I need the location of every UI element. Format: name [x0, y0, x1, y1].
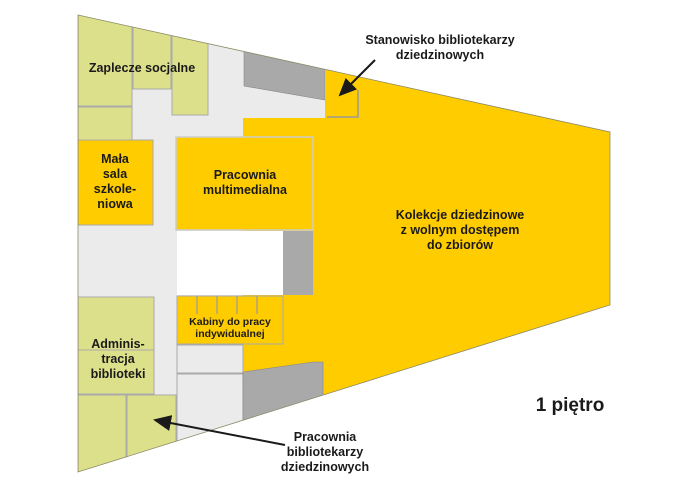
label-line: niowa [97, 197, 133, 211]
label-line: tracja [101, 352, 135, 366]
label-line: Adminis- [91, 337, 145, 351]
label-line: Kolekcje dziedzinowe [395, 208, 525, 222]
admin-room [78, 394, 127, 472]
zaplecze-room [171, 15, 209, 116]
label-line: biblioteki [90, 367, 146, 381]
zaplecze-room [78, 15, 133, 107]
blank-area [177, 231, 283, 295]
label-line: Stanowisko bibliotekarzy [365, 33, 515, 47]
label-line: Kabiny do pracy [189, 316, 271, 328]
label-line: multimedialna [202, 183, 288, 197]
kabiny-room [176, 295, 284, 345]
corridor-room [176, 344, 244, 374]
corridor-room [176, 373, 244, 472]
label-line: bibliotekarzy [286, 445, 364, 459]
service-room-mid [283, 231, 313, 295]
multimedialna-room [175, 136, 314, 231]
kabiny-dividers [196, 296, 258, 314]
label-line: Pracownia [293, 430, 357, 444]
building-outline [77, 14, 611, 473]
admin-room [78, 296, 155, 351]
arrow-pracownia-bibliotekarzy [153, 415, 286, 446]
label-line: sala [102, 167, 128, 181]
service-room-top [243, 15, 326, 101]
label-line: Zaplecze socjalne [88, 61, 196, 75]
label-line: Pracownia [213, 168, 277, 182]
pracownia-bibliotekarzy-room [126, 394, 177, 472]
arrow-stanowisko [338, 59, 376, 97]
label-zaplecze: Zaplecze socjalne [82, 61, 202, 76]
mala-sala-room [78, 139, 154, 226]
admin-room [78, 349, 155, 395]
label-line: dziedzinowych [395, 48, 485, 62]
zaplecze-room [78, 106, 133, 141]
label-line: dziedzinowych [280, 460, 370, 474]
floor-label: 1 piętro [535, 395, 605, 416]
label-line: z wolnym dostępem [400, 223, 520, 237]
label-line: indywidualnej [195, 328, 265, 340]
stanowisko-counter [327, 90, 359, 118]
label-line: szkole- [93, 182, 137, 196]
label-line: do zbiorów [427, 238, 493, 252]
label-line: Mała [101, 152, 129, 166]
